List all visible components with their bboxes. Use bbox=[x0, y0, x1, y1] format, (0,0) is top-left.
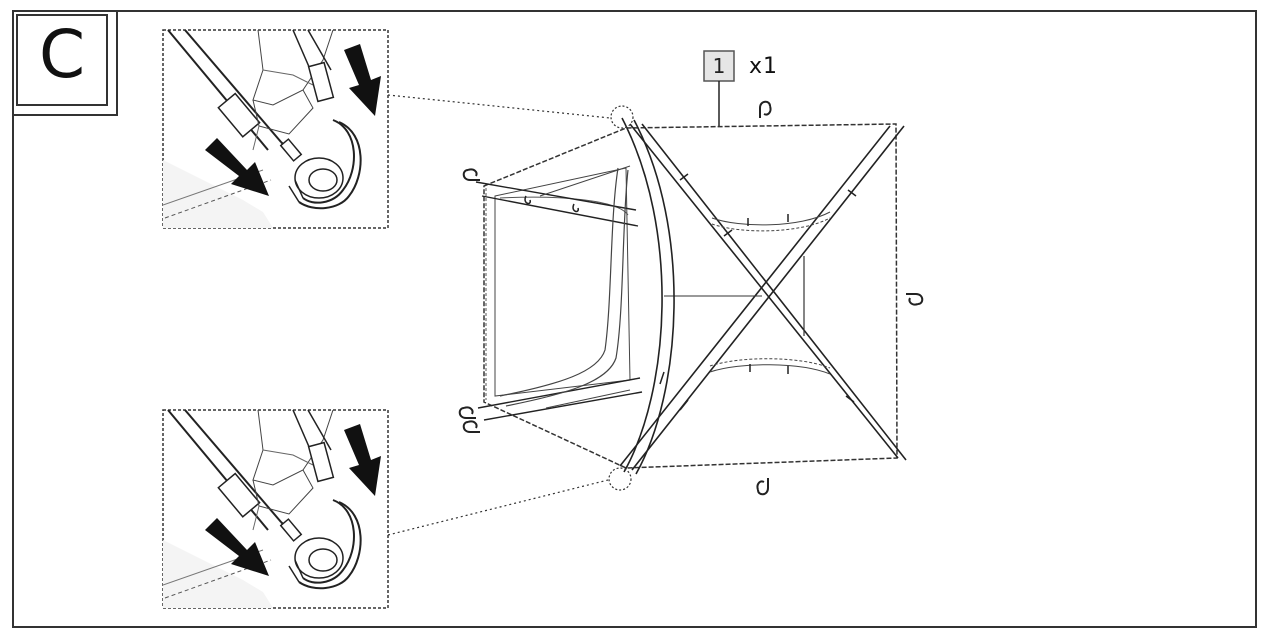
step-label: C bbox=[38, 16, 86, 93]
detail-inset-top bbox=[162, 29, 389, 229]
detail-inset-bottom bbox=[162, 409, 389, 609]
corner-highlight-top bbox=[610, 105, 634, 129]
connector-line-top bbox=[387, 94, 611, 119]
step-label-box bbox=[12, 10, 118, 116]
part-number-tag bbox=[703, 50, 735, 82]
part-number: 1 bbox=[712, 54, 726, 78]
corner-highlight-bottom bbox=[608, 467, 632, 491]
tent-illustration bbox=[475, 117, 907, 475]
part-quantity: x1 bbox=[749, 54, 779, 79]
